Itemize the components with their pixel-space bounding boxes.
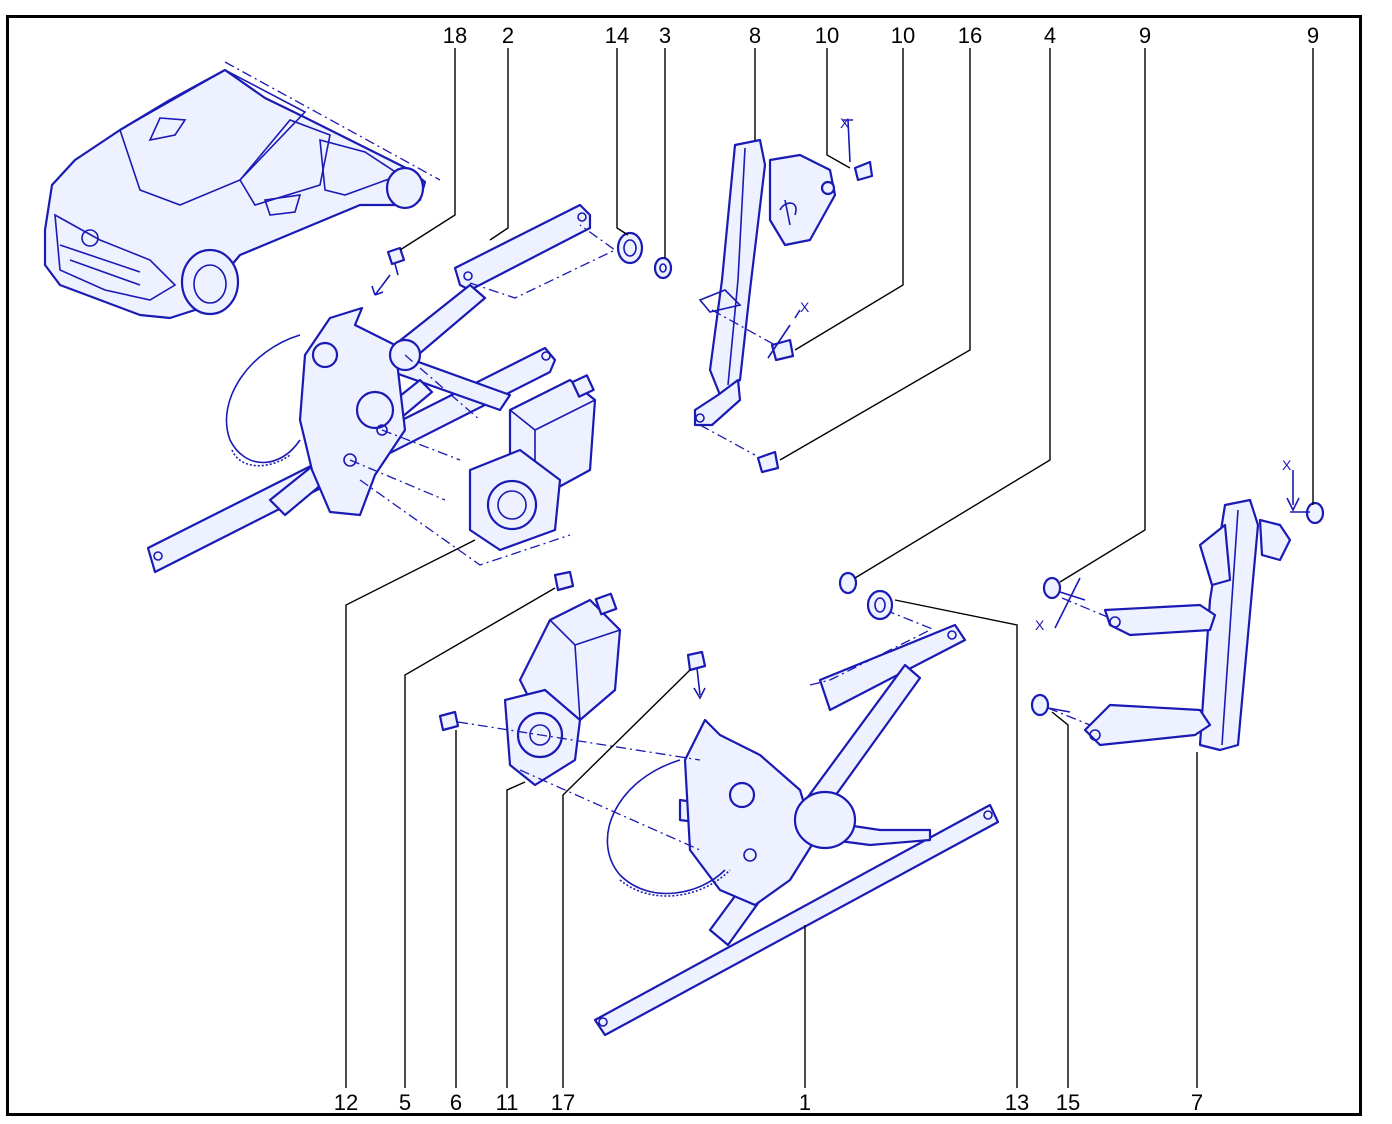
regulator-lower <box>438 570 1000 1037</box>
dimension-marker: X <box>1035 617 1045 633</box>
callout-9: 9 <box>1139 23 1151 48</box>
callout-1: 1 <box>799 1090 811 1115</box>
dimension-marker: X <box>1282 457 1292 473</box>
guide-rail-upper: X X <box>693 115 874 474</box>
callouts-top: 18 2 14 3 8 10 10 16 4 9 9 <box>443 23 1319 48</box>
callout-11: 11 <box>496 1090 519 1115</box>
diagram-frame <box>6 15 1362 1116</box>
callout-15: 15 <box>1056 1090 1080 1115</box>
callouts-bottom: 12 5 6 11 17 1 13 15 7 <box>334 1090 1203 1115</box>
callout-13: 13 <box>1005 1090 1029 1115</box>
callout-18: 18 <box>443 23 467 48</box>
leader-lines <box>345 48 1314 1088</box>
callout-14: 14 <box>605 23 629 48</box>
dimension-marker: X <box>800 299 810 315</box>
callout-5: 5 <box>399 1090 411 1115</box>
callout-10: 10 <box>891 23 915 48</box>
callout-16: 16 <box>958 23 982 48</box>
callout-17: 17 <box>551 1090 575 1115</box>
dimension-marker: X <box>840 115 850 131</box>
callout-7: 7 <box>1191 1090 1203 1115</box>
guide-rail-lower: X X <box>1030 457 1325 752</box>
regulator-upper <box>146 203 673 574</box>
callout-12: 12 <box>334 1090 358 1115</box>
callout-9: 9 <box>1307 23 1319 48</box>
callout-6: 6 <box>450 1090 462 1115</box>
callout-8: 8 <box>749 23 761 48</box>
callout-10: 10 <box>815 23 839 48</box>
callout-4: 4 <box>1044 23 1056 48</box>
callout-2: 2 <box>502 23 514 48</box>
car-thumbnail <box>43 61 441 320</box>
callout-3: 3 <box>659 23 671 48</box>
